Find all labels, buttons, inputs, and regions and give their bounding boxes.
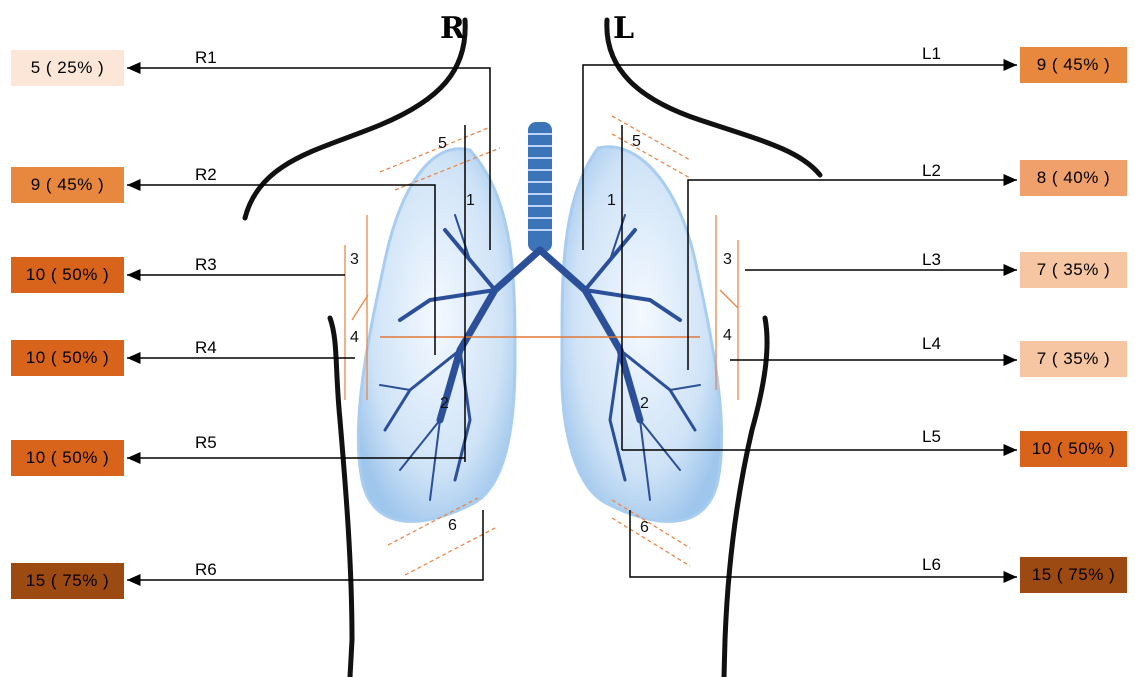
left-side-letter: L	[613, 14, 634, 44]
zone-label-l2: L2	[922, 162, 941, 179]
zone-label-l6: L6	[922, 556, 941, 573]
right-line-number-5: 5	[438, 136, 447, 152]
zone-label-r2: R2	[195, 166, 217, 183]
lungs-illustration	[358, 122, 721, 521]
zone-label-r4: R4	[195, 339, 217, 356]
left-lung	[562, 147, 722, 522]
left-line-number-5: 5	[632, 134, 641, 150]
right-line-number-1: 1	[466, 193, 475, 209]
leader-l6	[630, 510, 1017, 577]
value-box-r2: 9 ( 45% )	[11, 167, 124, 203]
value-box-r6: 15 ( 75% )	[11, 563, 124, 599]
left-line-number-4: 4	[723, 328, 732, 344]
value-box-r1: 5 ( 25% )	[11, 50, 124, 86]
zone-label-r6: R6	[195, 561, 217, 578]
zone-label-l4: L4	[922, 335, 941, 352]
value-box-l3: 7 ( 35% )	[1020, 252, 1127, 288]
value-box-l2: 8 ( 40% )	[1020, 160, 1127, 196]
right-lung	[358, 149, 515, 522]
trachea	[528, 122, 552, 252]
zone-label-l5: L5	[922, 428, 941, 445]
zone-label-l1: L1	[922, 45, 941, 62]
value-box-l1: 9 ( 45% )	[1020, 47, 1127, 83]
value-box-r3: 10 ( 50% )	[11, 257, 124, 293]
zone-label-r1: R1	[195, 49, 217, 66]
body-outline	[245, 20, 820, 677]
zone-label-r3: R3	[195, 256, 217, 273]
value-box-r4: 10 ( 50% )	[11, 340, 124, 376]
right-line-number-6: 6	[448, 518, 457, 534]
left-line-number-2: 2	[640, 396, 649, 412]
value-box-l4: 7 ( 35% )	[1020, 341, 1127, 377]
zone-label-r5: R5	[195, 434, 217, 451]
value-box-l6: 15 ( 75% )	[1020, 557, 1127, 593]
right-line-number-2: 2	[440, 396, 449, 412]
right-line-number-4: 4	[350, 330, 359, 346]
left-line-number-3: 3	[723, 252, 732, 268]
left-line-number-6: 6	[640, 520, 649, 536]
zone-label-l3: L3	[922, 251, 941, 268]
value-box-r5: 10 ( 50% )	[11, 440, 124, 476]
right-side-letter: R	[440, 14, 465, 44]
value-box-l5: 10 ( 50% )	[1020, 431, 1127, 467]
right-line-number-3: 3	[350, 252, 359, 268]
left-line-number-1: 1	[607, 193, 616, 209]
